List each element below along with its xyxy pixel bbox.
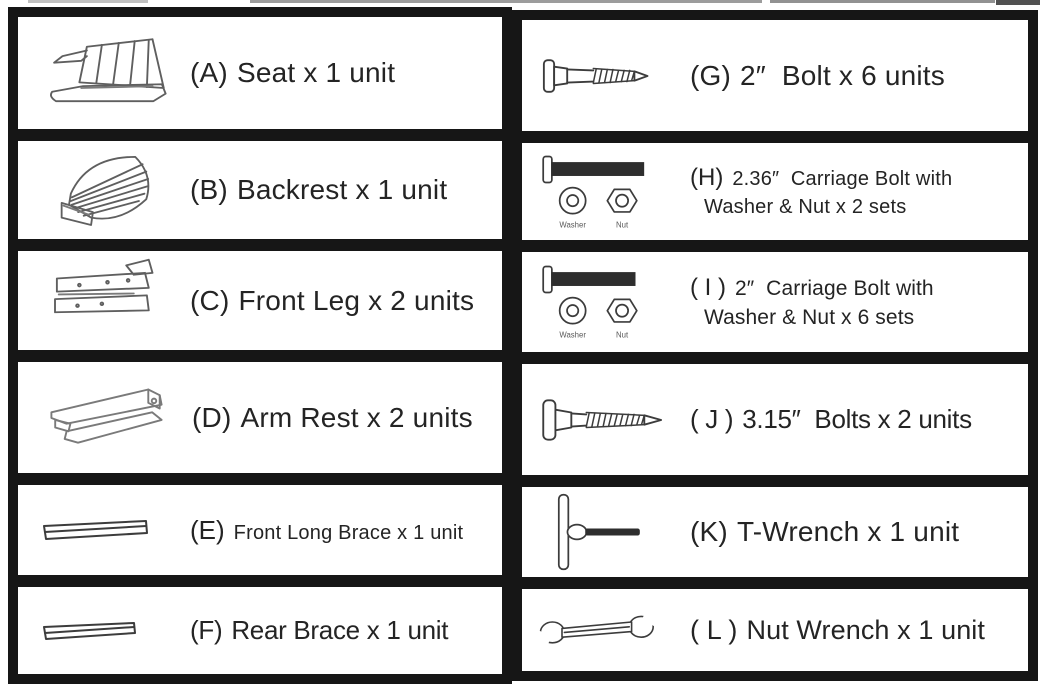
washer-caption: Washer [559, 331, 586, 340]
part-desc: Backrest x 1 unit [236, 174, 448, 205]
nut-wrench-icon [522, 609, 690, 651]
part-desc: 3.15″ Bolts x 2 units [742, 404, 972, 434]
part-desc-line2: Washer & Nut x 6 sets [704, 306, 915, 330]
part-row-nut-wrench: ( L ) Nut Wrench x 1 unit [522, 589, 1028, 671]
part-label: ( J ) 3.15″ Bolts x 2 units [690, 404, 1028, 435]
part-tag: (G) [690, 59, 732, 91]
seat-icon [18, 26, 190, 120]
washer-caption: Washer [559, 220, 586, 229]
two-inch-bolt-icon [522, 48, 690, 104]
t-wrench-icon [522, 488, 690, 576]
part-row-seat: (A) Seat x 1 unit [18, 17, 502, 129]
part-row-rear-brace: (F) Rear Brace x 1 unit [18, 587, 502, 674]
part-desc: Seat x 1 unit [236, 57, 396, 88]
part-label: (D)Arm Rest x 2 units [192, 402, 502, 434]
part-tag: (C) [190, 284, 230, 316]
part-label: (B) Backrest x 1 unit [190, 174, 502, 206]
part-label: (G)2″ Bolt x 6 units [690, 60, 1028, 92]
carriage-bolt-washer-nut-icon: Washer Nut [522, 258, 690, 346]
parts-table-right-column: (G)2″ Bolt x 6 units Washer Nut (H) 2.36″… [512, 10, 1038, 681]
scan-artifact [250, 0, 762, 3]
part-row-carriage-bolt-2sets: Washer Nut (H) 2.36″ Carriage Bolt with W… [522, 143, 1028, 240]
part-label: (H) 2.36″ Carriage Bolt with Washer & Nut… [690, 162, 1028, 221]
part-row-315-bolts: ( J ) 3.15″ Bolts x 2 units [522, 364, 1028, 475]
part-tag: (E) [190, 514, 225, 545]
part-desc-line1: 2.36″ Carriage Bolt with [732, 167, 953, 190]
part-desc: Nut Wrench x 1 unit [746, 614, 986, 645]
part-desc-line1: 2″ Carriage Bolt with [735, 276, 934, 300]
part-label: ( L ) Nut Wrench x 1 unit [690, 615, 1028, 646]
scan-artifact [28, 0, 148, 3]
part-desc: Front Leg x 2 units [238, 284, 475, 316]
part-desc: 2″ Bolt x 6 units [740, 59, 945, 91]
part-label: (K) T-Wrench x 1 unit [690, 516, 1028, 548]
long-bolt-icon [522, 391, 690, 449]
backrest-icon [18, 144, 190, 236]
part-row-front-long-brace: (E) Front Long Brace x 1 unit [18, 485, 502, 575]
part-desc: Rear Brace x 1 unit [231, 615, 449, 645]
part-tag: (D) [192, 401, 232, 433]
scan-artifact [996, 0, 1040, 5]
part-label: (E) Front Long Brace x 1 unit [190, 515, 502, 546]
part-label: (A) Seat x 1 unit [190, 57, 502, 89]
part-tag: ( J ) [690, 404, 734, 434]
carriage-bolt-washer-nut-icon: Washer Nut [522, 148, 690, 236]
part-row-t-wrench: (K) T-Wrench x 1 unit [522, 487, 1028, 577]
part-desc: Front Long Brace x 1 unit [233, 521, 464, 544]
part-row-front-leg: (C)Front Leg x 2 units [18, 251, 502, 350]
part-label: (F) Rear Brace x 1 unit [190, 615, 502, 646]
part-tag: (F) [190, 615, 223, 645]
scan-artifact [770, 0, 995, 3]
front-leg-icon [18, 256, 190, 346]
part-row-2in-bolt: (G)2″ Bolt x 6 units [522, 20, 1028, 131]
rear-brace-icon [18, 619, 190, 643]
part-tag: ( I ) [690, 273, 726, 301]
part-row-backrest: (B) Backrest x 1 unit [18, 141, 502, 239]
part-tag: (K) [690, 516, 728, 547]
part-tag: (A) [190, 57, 228, 88]
part-label: ( I ) 2″ Carriage Bolt with Washer & Nut … [690, 272, 1028, 333]
part-desc-line2: Washer & Nut x 2 sets [704, 196, 907, 219]
front-long-brace-icon [18, 517, 190, 543]
nut-caption: Nut [616, 331, 629, 340]
part-desc: Arm Rest x 2 units [240, 401, 473, 433]
part-tag: ( L ) [690, 614, 738, 645]
nut-caption: Nut [616, 220, 629, 229]
arm-rest-icon [18, 374, 192, 462]
part-tag: (B) [190, 174, 228, 205]
part-tag: (H) [690, 163, 724, 191]
parts-table-left-column: (A) Seat x 1 unit (B) Backrest x 1 unit [8, 7, 512, 684]
part-row-arm-rest: (D)Arm Rest x 2 units [18, 362, 502, 473]
part-label: (C)Front Leg x 2 units [190, 285, 502, 317]
part-desc: T-Wrench x 1 unit [736, 516, 960, 547]
part-row-carriage-bolt-6sets: Washer Nut ( I ) 2″ Carriage Bolt with Wa… [522, 252, 1028, 352]
